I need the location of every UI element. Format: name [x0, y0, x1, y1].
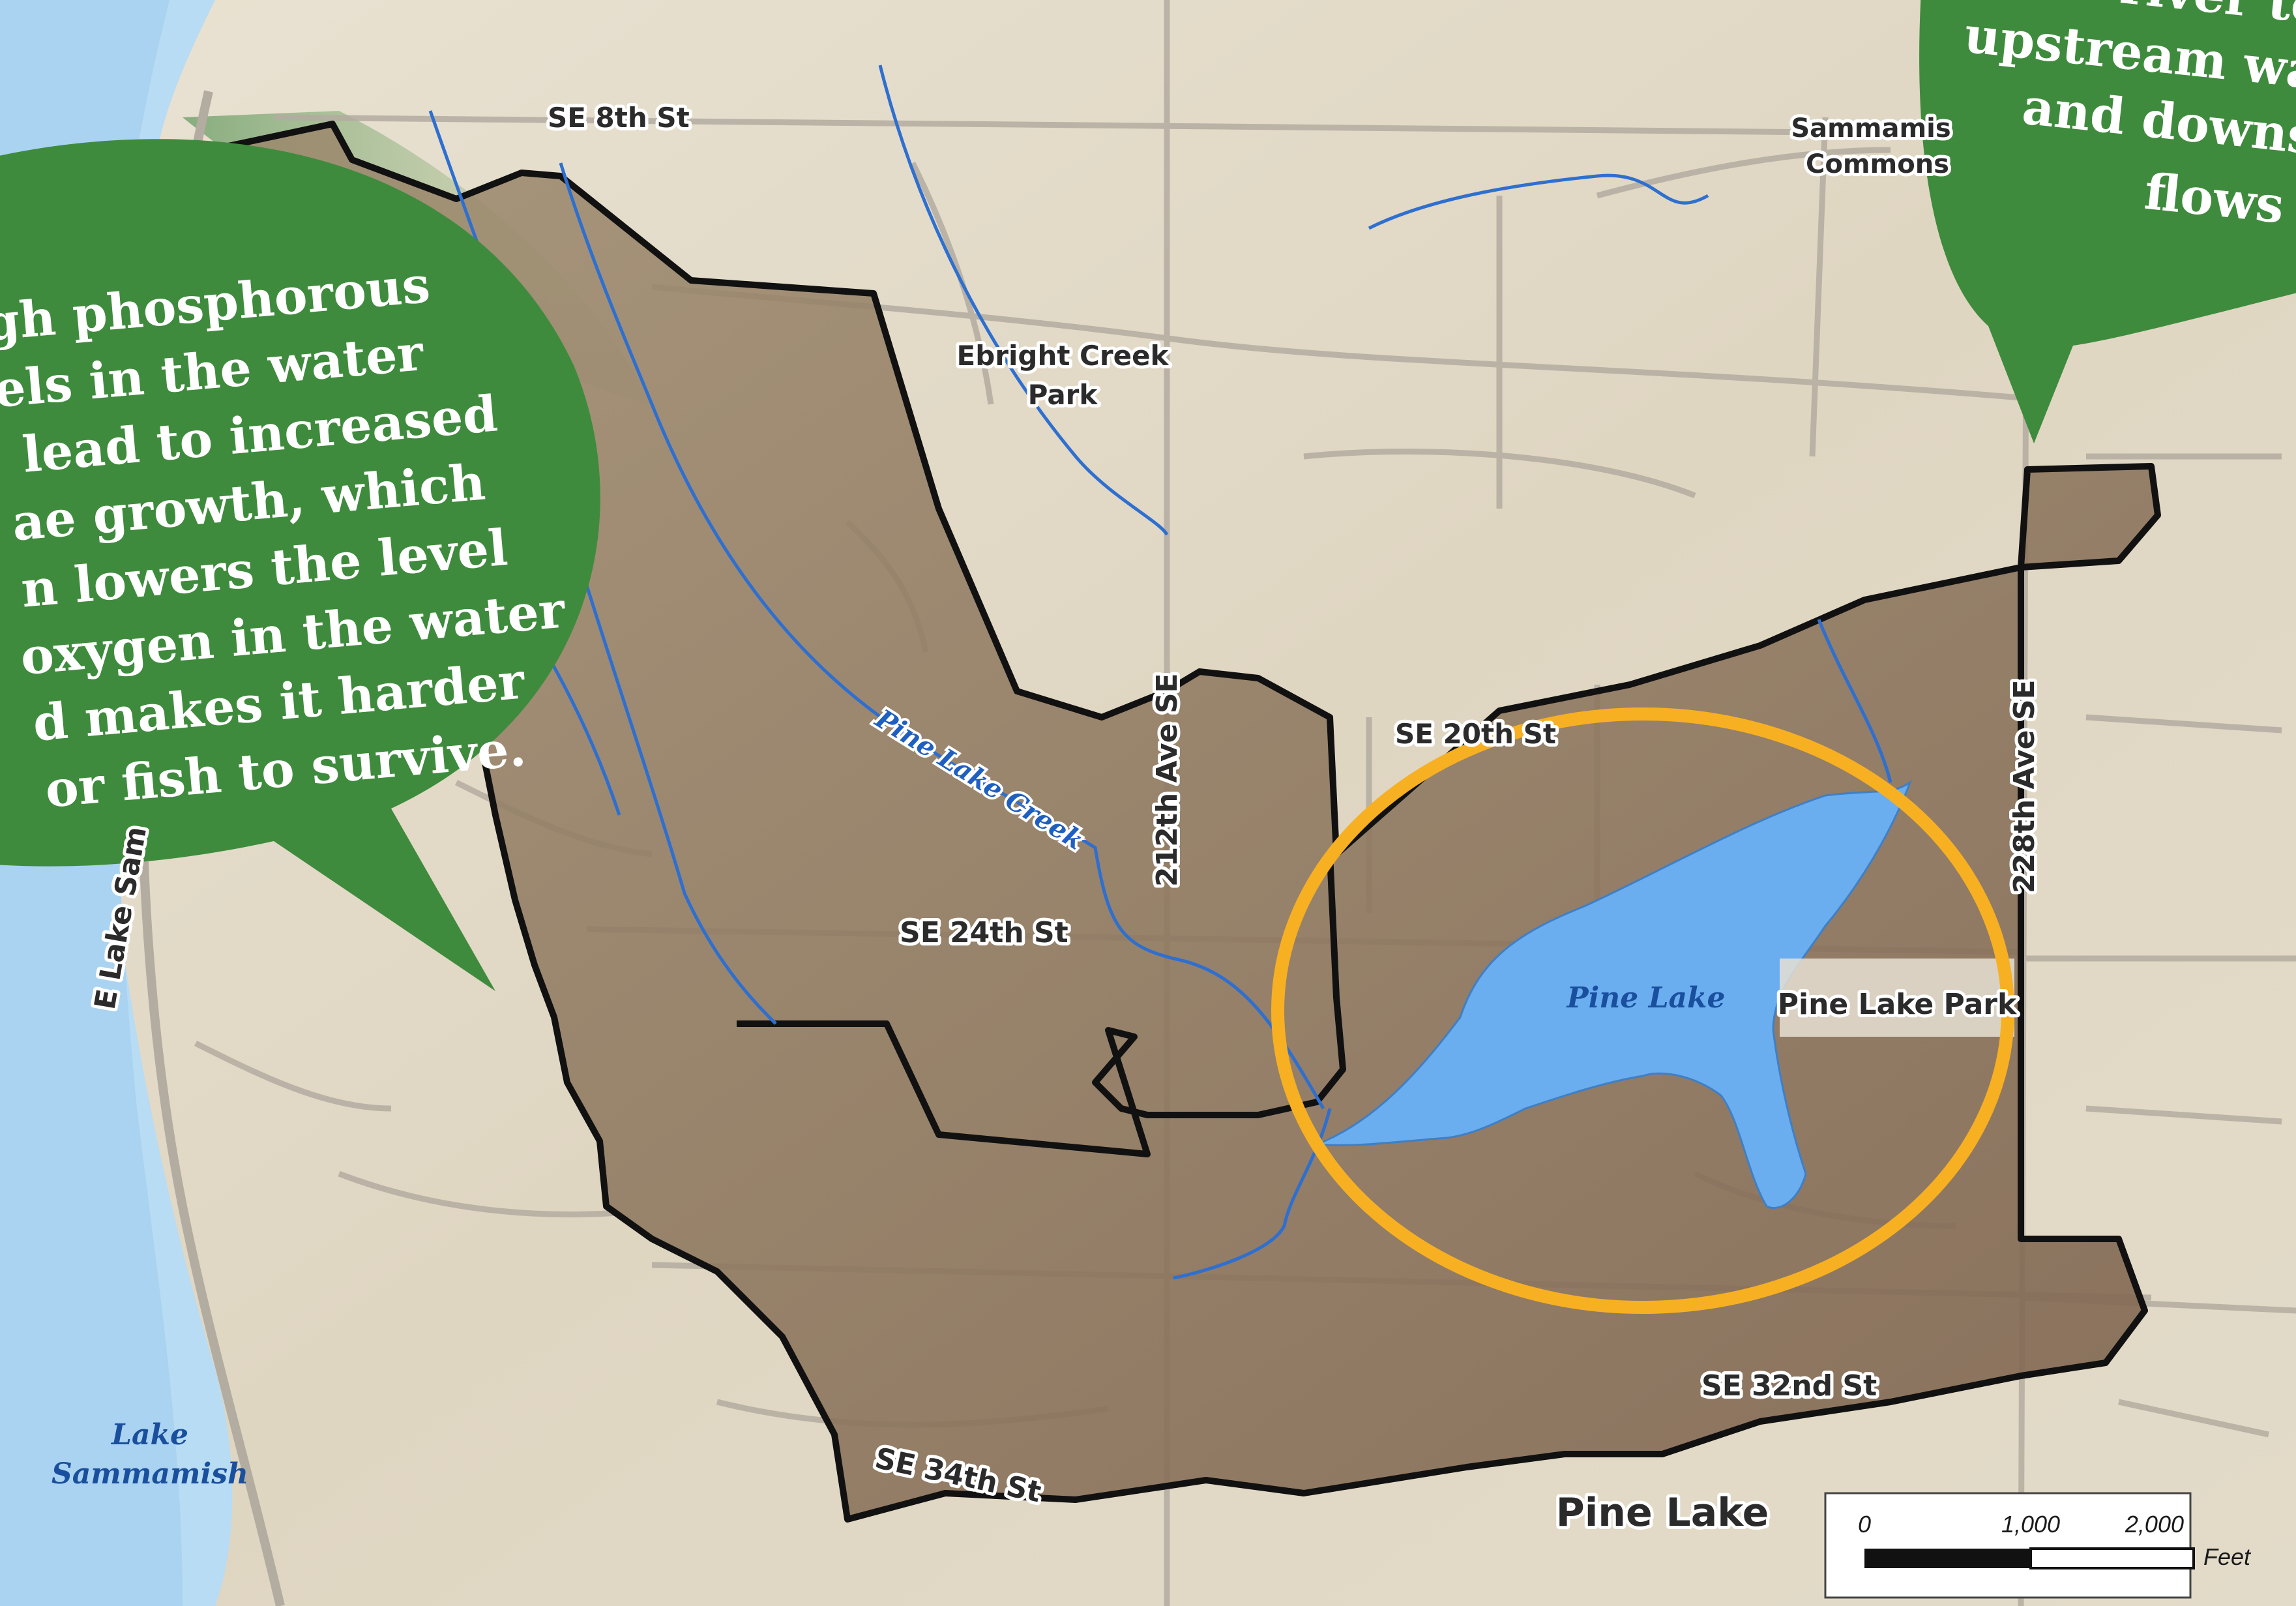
scale-bar: 0 1,000 2,000 Feet	[1824, 1492, 2252, 1599]
scale-bar-tick-1000: 1,000	[2001, 1511, 2060, 1538]
stream-north-inlet	[1817, 619, 1892, 783]
sub-basin-boundary	[737, 854, 1346, 1157]
place-label-pine-lake-park: Pine Lake Park	[1778, 988, 2018, 1021]
watershed-boundary	[176, 121, 2161, 1523]
right-callout-bubble	[1919, 0, 2296, 443]
road-label-se-32nd: SE 32nd St	[1701, 1369, 1877, 1403]
ebright-creek	[878, 65, 1169, 536]
scale-bar-unit: Feet	[2203, 1543, 2252, 1570]
stream-north	[1368, 173, 1709, 230]
scale-bar-panel	[1824, 1492, 2192, 1599]
place-label-sammamish-commons: Sammamis	[1791, 113, 1950, 143]
place-label-pine-lake-town: Pine Lake	[1556, 1490, 1769, 1536]
water-label-lake-sammamish: Lake	[110, 1418, 188, 1451]
place-label-ebright-creek-park: Park	[1028, 379, 1098, 411]
road-label-se-20th: SE 20th St	[1395, 718, 1556, 750]
road-label-se-24th: SE 24th St	[900, 916, 1068, 949]
pine-lake-park-area	[1780, 959, 2014, 1037]
scale-bar-dark	[1864, 1549, 2031, 1568]
highlight-ring	[1271, 707, 2014, 1314]
place-label-ebright-creek-park: Ebright Creek	[957, 340, 1170, 372]
road-label-se-8th: SE 8th St	[548, 102, 690, 134]
water-label-pine-lake: Pine Lake	[1565, 981, 1725, 1015]
road-label-228th-ave: 228th Ave SE	[2008, 679, 2041, 893]
water-label-lake-sammamish: Sammamish	[52, 1457, 248, 1491]
scale-bar-light	[2029, 1547, 2195, 1569]
scale-bar-tick-2000: 2,000	[2125, 1511, 2184, 1538]
left-callout-bubble	[0, 139, 600, 991]
pine-lake-water	[1316, 780, 1913, 1209]
pine-lake-creek	[559, 162, 1325, 1110]
place-label-sammamish-commons: Commons	[1806, 149, 1949, 179]
scale-bar-tick-0: 0	[1858, 1511, 1871, 1538]
road-label-212th-ave: 212th Ave SE	[1151, 673, 1184, 887]
